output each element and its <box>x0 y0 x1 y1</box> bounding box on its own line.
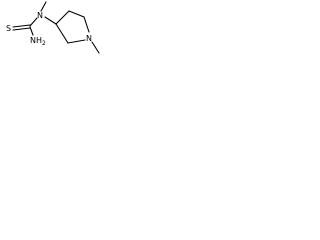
ring-bond-2 <box>68 10 85 18</box>
bond-n-thiocarbonyl <box>29 17 38 27</box>
ring-bond-4 <box>67 39 86 44</box>
bond-n-methyl <box>40 1 47 12</box>
chemical-structure: S N N NH 2 <box>6 1 100 54</box>
ring-bond-1 <box>55 10 70 25</box>
amine-label: NH <box>30 36 42 45</box>
amine-subscript: 2 <box>42 40 46 47</box>
bond-ring-n-methyl <box>91 41 100 54</box>
bond-cs-double-a <box>12 24 31 28</box>
amide-nitrogen-label: N <box>37 11 43 20</box>
sulfur-label: S <box>6 24 11 33</box>
bond-c-nh2 <box>29 26 34 36</box>
ring-bond-5 <box>55 23 69 44</box>
bond-cs-double-b <box>12 27 31 31</box>
ring-bond-3 <box>83 16 90 33</box>
bond-n-ring <box>44 16 57 25</box>
ring-nitrogen-label: N <box>86 34 92 43</box>
